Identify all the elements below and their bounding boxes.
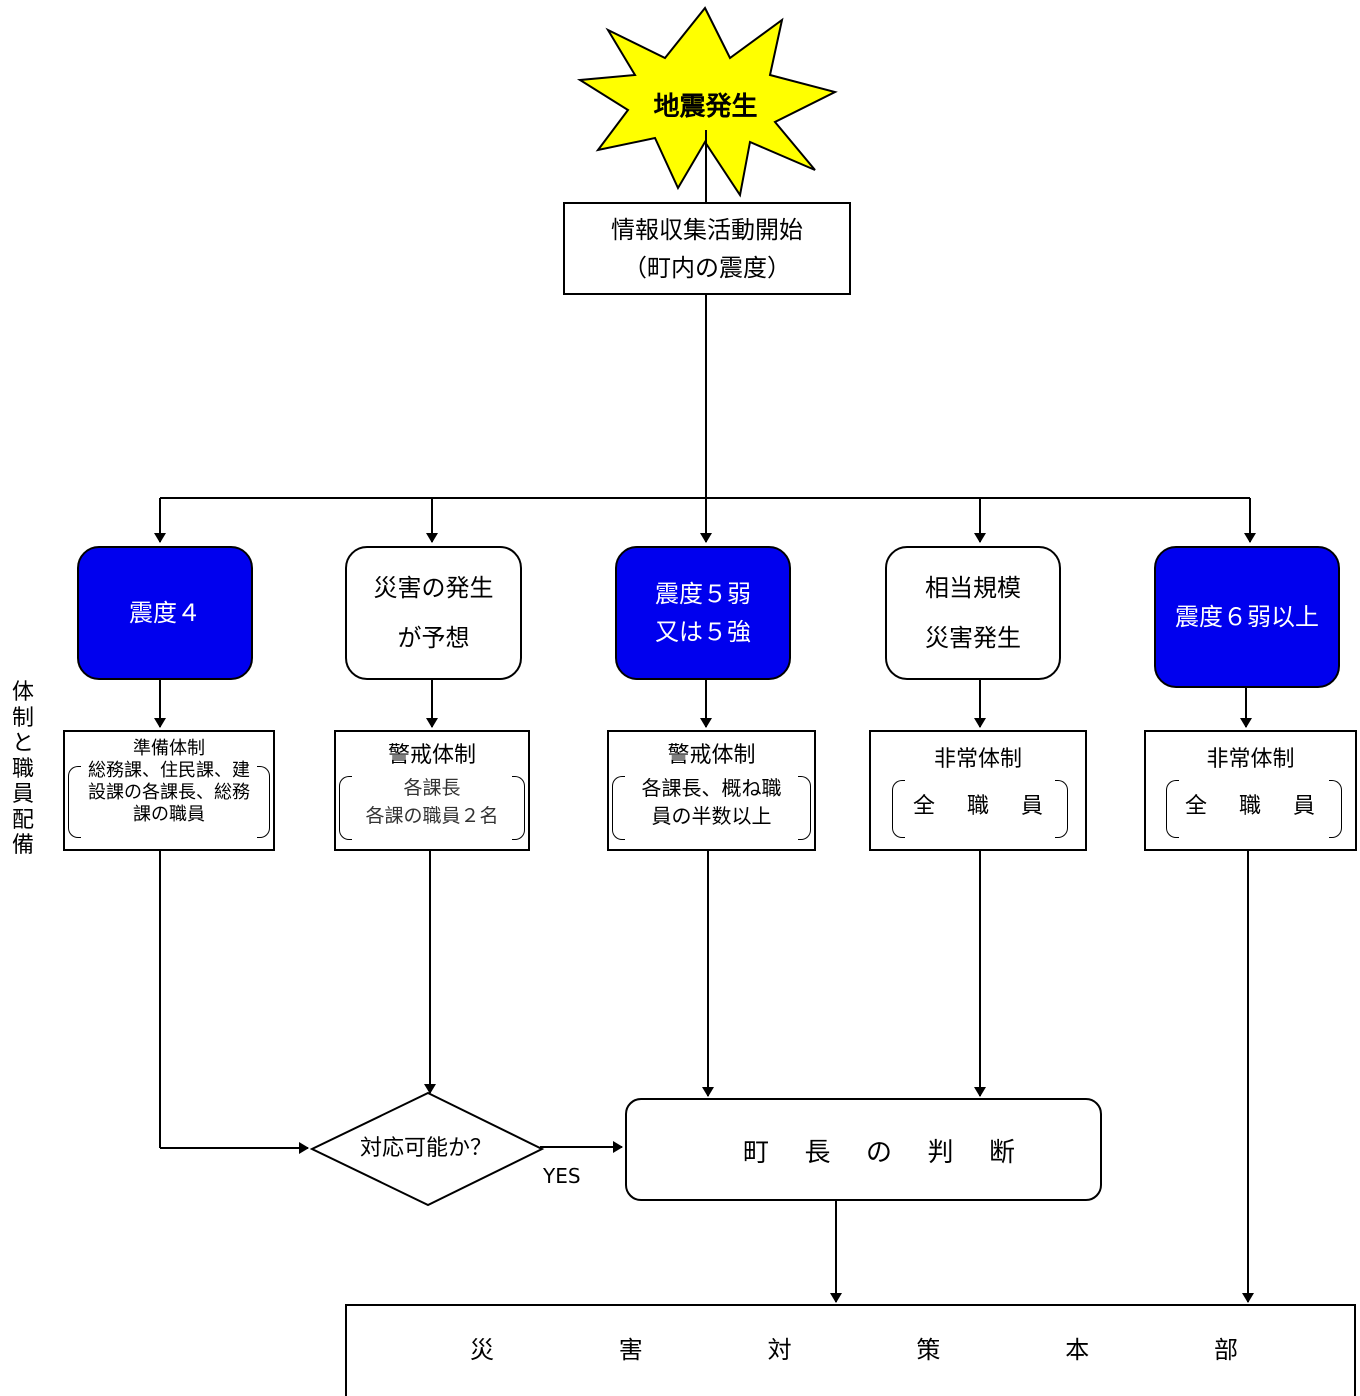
system-box-alert: 警戒体制 各課長 各課の職員２名 [334,730,530,851]
system-box-emergency: 非常体制 [869,730,1087,851]
side-label-char: 備 [11,833,34,858]
condition-line: 相当規模 [925,574,1021,602]
condition-box-intensity-5: 震度５弱 又は５強 [615,546,791,680]
system-body-line: 各課長、概ね職 [641,776,782,800]
system-body-char: 全 [913,794,936,819]
bracket-left [68,766,81,838]
system-title: 警戒体制 [387,743,476,768]
condition-line: 災害発生 [925,624,1021,652]
system-title: 警戒体制 [667,743,756,768]
system-box-preparation: 準備体制 総務課、住民課、建 設課の各課長、総務 課の職員 [63,730,275,851]
hq-title: 災 害 対 策 本 部 [470,1330,1238,1365]
info-line-2: （町内の震度） [623,253,791,282]
system-body-char: 職 [1238,794,1261,819]
condition-box-intensity-6: 震度６弱以上 [1154,546,1340,688]
mayor-char: の [865,1138,892,1168]
condition-line: 災害の発生 [373,574,494,602]
condition-line: が予想 [397,624,470,652]
system-body-line: 総務課、住民課、建 [88,760,250,781]
system-body-spread: 全 職 員 [913,790,1043,824]
system-title: 準備体制 [133,738,205,759]
side-label-char: 職 [11,756,34,782]
bracket-right [257,766,270,838]
side-label-char: 制 [11,705,34,731]
system-body-line: 設課の各課長、総務 [88,782,250,803]
system-title: 非常体制 [1206,747,1295,772]
system-body-line: 各課の職員２名 [365,805,499,827]
bracket-right [798,776,811,840]
bracket-left [892,780,905,838]
hq-char: 本 [1065,1336,1090,1364]
decision-diamond [309,1091,545,1207]
yes-label: YES [543,1164,581,1188]
bracket-left [612,776,625,840]
hq-char: 対 [767,1336,792,1364]
hq-char: 策 [916,1336,941,1364]
mayor-judgment-box [625,1098,1102,1201]
side-label-char: と [11,731,34,756]
bracket-right [1055,780,1068,838]
mayor-char: 町 [743,1138,770,1168]
condition-box-major-disaster: 相当規模 災害発生 [885,546,1061,680]
system-body-char: 職 [966,794,989,819]
system-body-char: 員 [1020,794,1043,819]
hq-box [345,1304,1356,1396]
hq-char: 災 [470,1336,494,1364]
info-gathering-box: 情報収集活動開始 （町内の震度） [563,202,851,295]
condition-line: 又は５強 [655,618,751,646]
side-label-char: 配 [11,807,34,833]
system-body-char: 全 [1185,794,1208,819]
side-label-char: 体 [11,680,34,705]
connector-lines [154,130,1256,1303]
bracket-right [1329,780,1342,838]
hq-char: 部 [1213,1336,1238,1364]
system-body-char: 員 [1292,794,1315,819]
system-body-spread: 全 職 員 [1185,790,1315,824]
mayor-char: 長 [804,1138,831,1168]
system-body-line: 課の職員 [133,804,205,825]
decision-label: 対応可能か？ [359,1136,492,1161]
condition-line: 震度６弱以上 [1175,603,1319,631]
condition-line: 震度４ [129,599,201,627]
system-body-line: 員の半数以上 [651,804,772,828]
system-box-alert-2: 警戒体制 各課長、概ね職 員の半数以上 [607,730,816,851]
bracket-left [339,776,352,840]
mayor-char: 断 [988,1138,1015,1168]
system-box-emergency-2: 非常体制 [1144,730,1357,851]
condition-box-disaster-expected: 災害の発生 が予想 [345,546,522,680]
side-label: 体 制 と 職 員 配 備 [9,680,37,859]
hq-char: 害 [618,1336,643,1364]
start-label: 地震発生 [653,92,758,122]
bracket-left [1166,780,1179,838]
condition-box-intensity-4: 震度４ [77,546,253,680]
info-line-1: 情報収集活動開始 [611,215,803,244]
mayor-char: 判 [927,1138,954,1168]
mayor-judgment-text: 町 長 の 判 断 [743,1132,1015,1169]
system-body-line: 各課長 [403,777,461,799]
condition-line: 震度５弱 [655,580,751,608]
side-label-char: 員 [11,782,34,807]
bracket-right [512,776,525,840]
system-title: 非常体制 [933,747,1022,772]
